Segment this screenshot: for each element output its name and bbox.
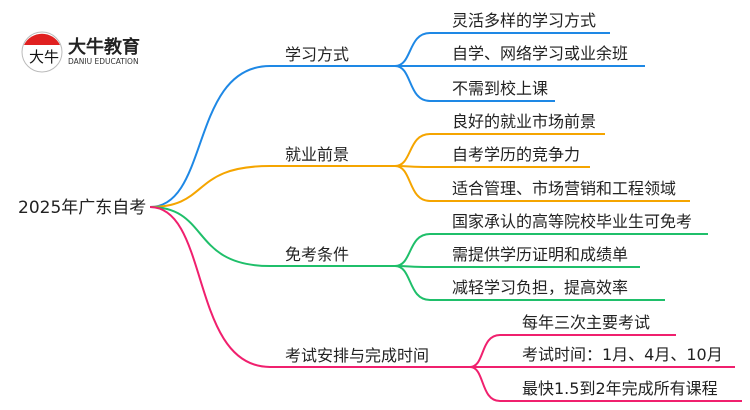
leaf-connector xyxy=(394,133,605,167)
logo-red-arc-icon xyxy=(24,33,60,45)
branch-connector xyxy=(149,206,470,368)
leaf-node[interactable]: 良好的就业市场前景 xyxy=(452,112,596,131)
leaf-connector xyxy=(394,233,708,267)
leaf-node[interactable]: 减轻学习负担，提高效率 xyxy=(452,278,628,297)
logo-subtitle: DANIU EDUCATION xyxy=(68,57,139,66)
leaf-node[interactable]: 考试时间：1月、4月、10月 xyxy=(522,345,723,364)
leaf-node[interactable]: 适合管理、市场营销和工程领域 xyxy=(452,179,676,198)
leaf-connector xyxy=(394,265,640,268)
leaf-connector xyxy=(469,366,742,402)
leaf-node[interactable]: 需提供学历证明和成绩单 xyxy=(452,245,628,264)
leaf-connector xyxy=(394,165,690,202)
leaf-connector xyxy=(394,165,590,168)
leaf-connector xyxy=(394,65,555,102)
root-node[interactable]: 2025年广东自考 xyxy=(18,198,146,218)
branch-connector xyxy=(149,165,395,208)
leaf-node[interactable]: 国家承认的高等院校毕业生可免考 xyxy=(452,212,692,231)
leaf-node[interactable]: 最快1.5到2年完成所有课程 xyxy=(522,379,718,398)
leaf-node[interactable]: 每年三次主要考试 xyxy=(522,313,650,332)
connectors xyxy=(149,32,742,402)
branch-node[interactable]: 免考条件 xyxy=(285,245,349,264)
branch-node[interactable]: 学习方式 xyxy=(285,45,349,64)
leaf-connector xyxy=(394,32,610,67)
leaf-node[interactable]: 灵活多样的学习方式 xyxy=(452,11,596,30)
branch-connector xyxy=(149,206,395,267)
logo-name: 大牛教育 xyxy=(68,36,140,58)
leaf-connector xyxy=(394,265,665,301)
leaf-node[interactable]: 不需到校上课 xyxy=(452,79,548,98)
leaf-node[interactable]: 自考学历的竞争力 xyxy=(452,145,580,164)
branch-connector xyxy=(149,65,395,208)
leaf-connector xyxy=(469,334,676,368)
leaf-node[interactable]: 自学、网络学习或业余班 xyxy=(452,44,628,63)
branch-node[interactable]: 考试安排与完成时间 xyxy=(285,346,429,365)
logo-mark: 大牛 xyxy=(29,48,59,66)
branch-node[interactable]: 就业前景 xyxy=(285,145,349,164)
logo: 大牛 大牛教育 DANIU EDUCATION xyxy=(21,31,140,73)
